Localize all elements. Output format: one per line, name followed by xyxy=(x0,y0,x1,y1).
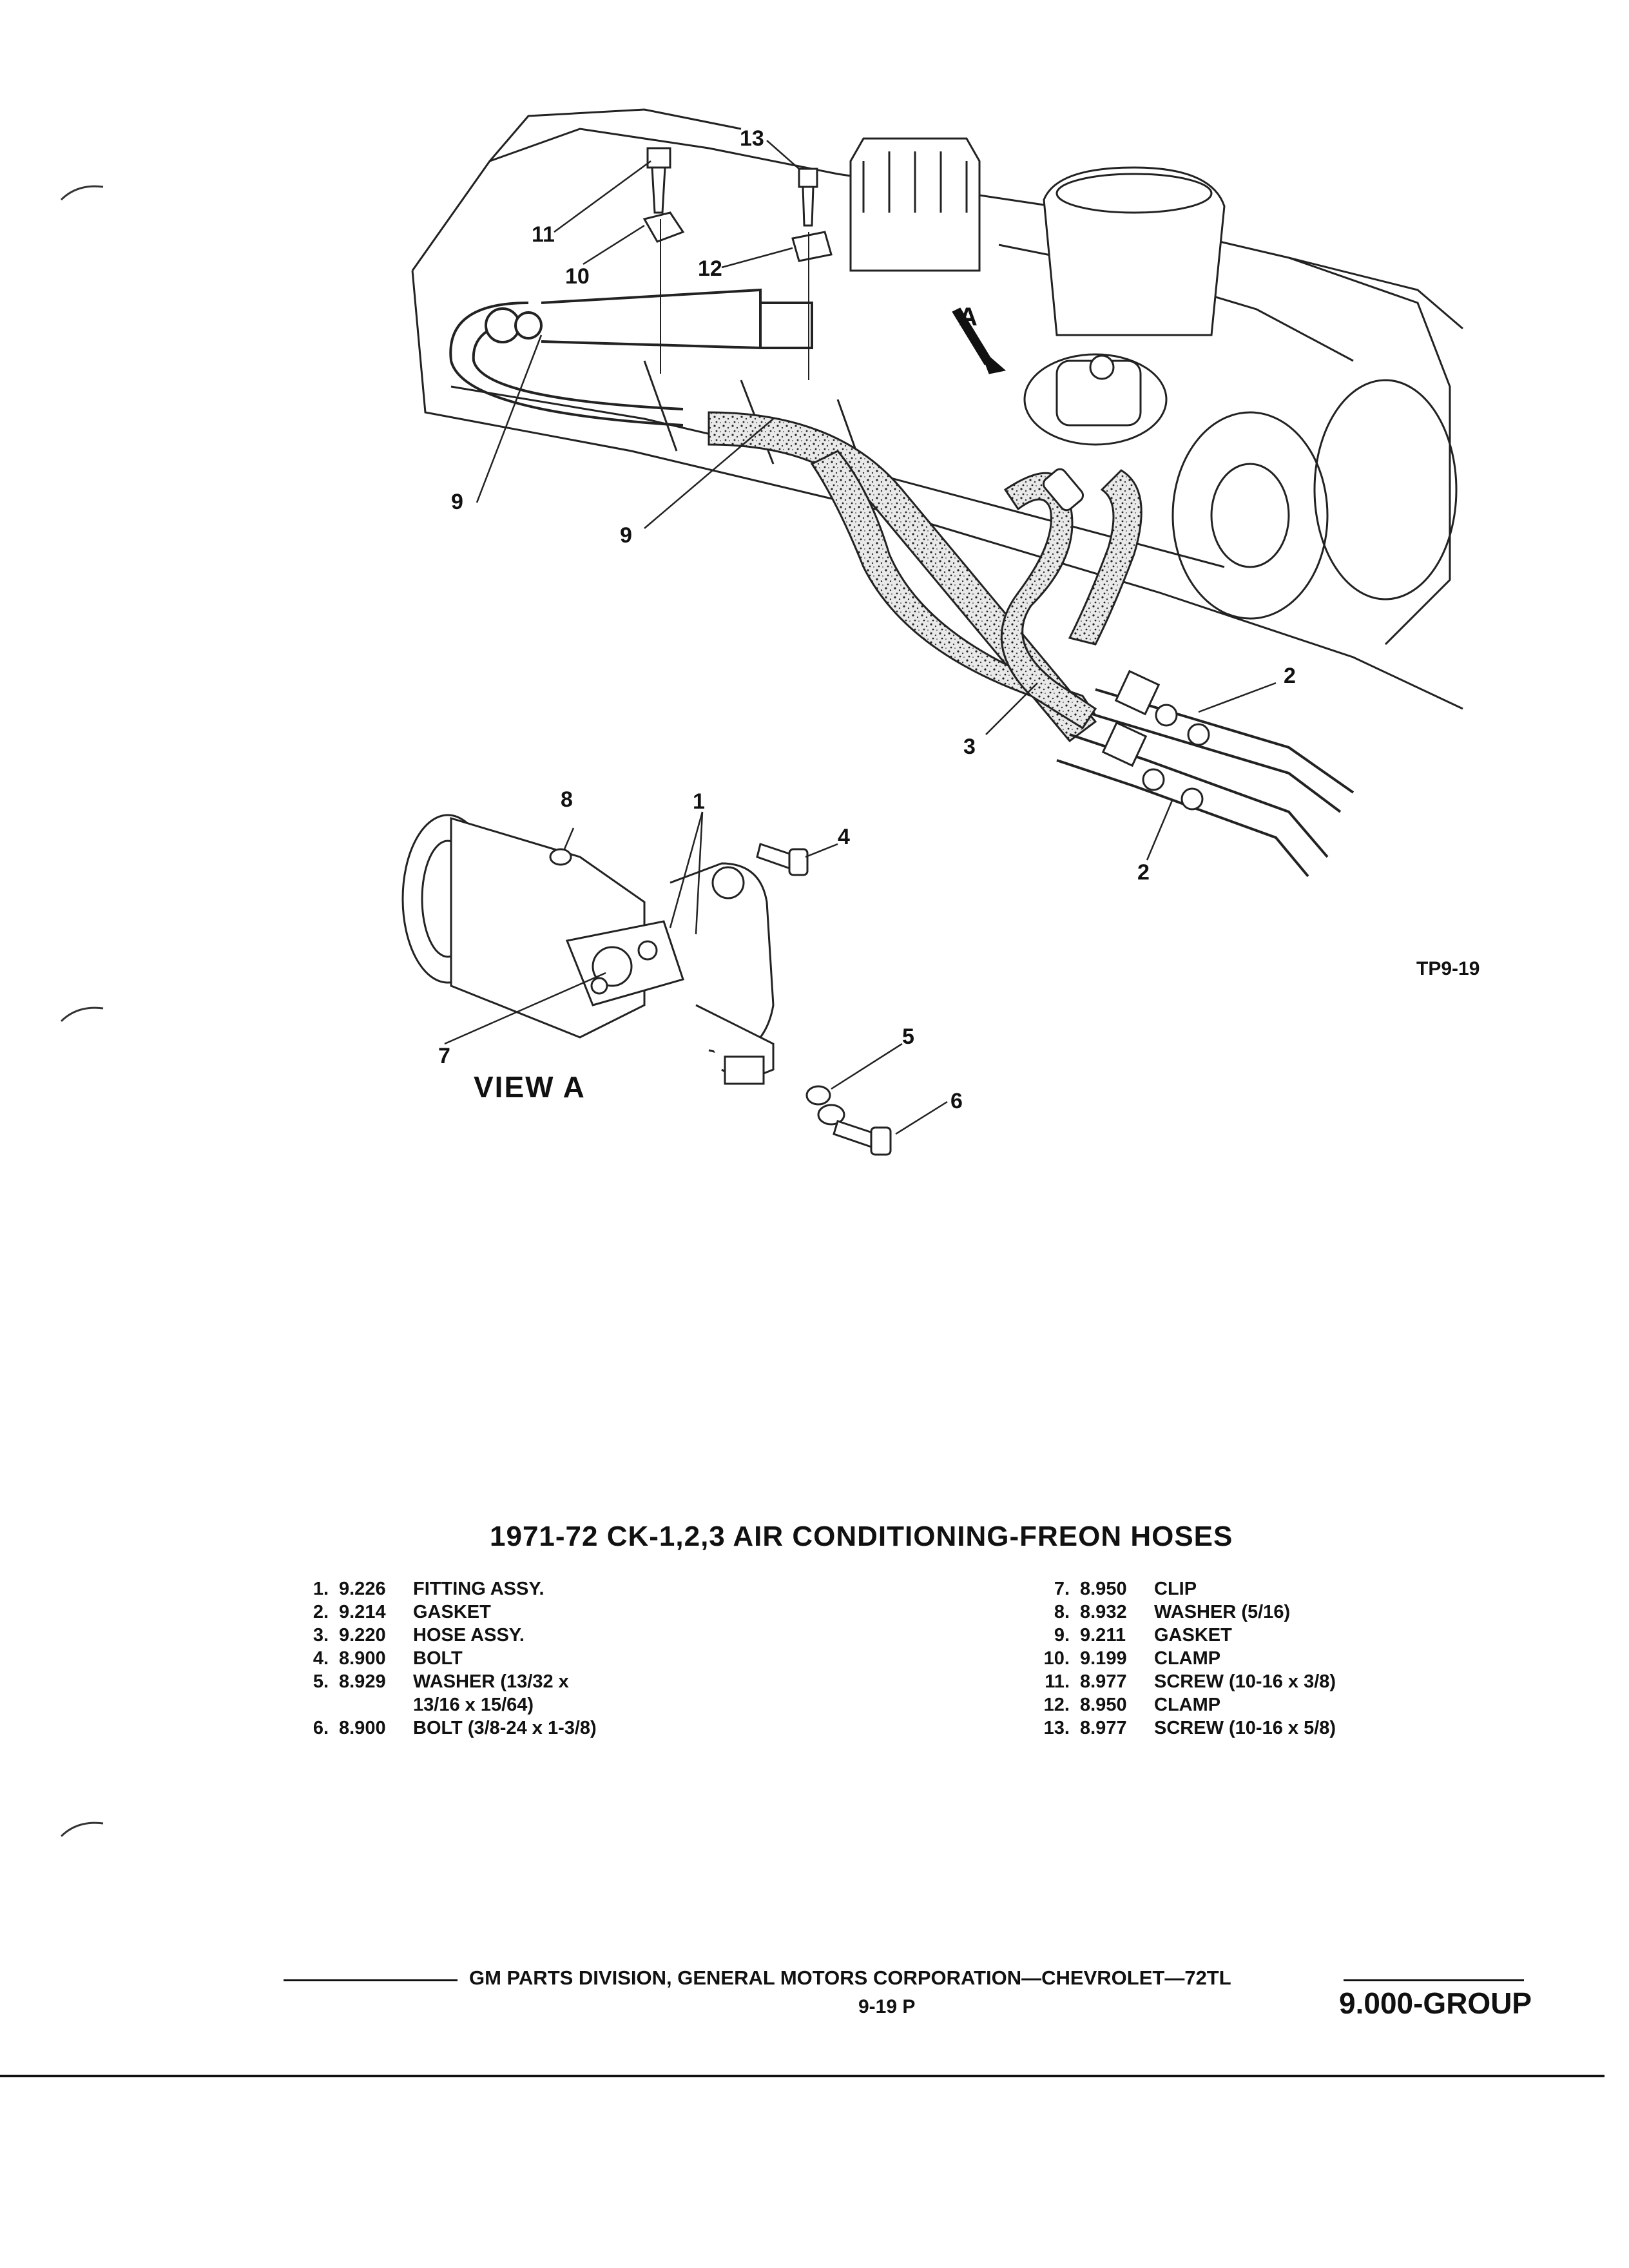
parts-list-item: 7. 8.950 CLIP xyxy=(1025,1577,1336,1600)
part-number: 12. xyxy=(1043,1695,1070,1715)
part-description: GASKET xyxy=(1154,1625,1232,1646)
bottom-rule xyxy=(0,2075,1605,2077)
page-title: 1971-72 CK-1,2,3 AIR CONDITIONING-FREON … xyxy=(490,1521,1233,1552)
part-number: 2. xyxy=(313,1602,329,1622)
part-code: 8.932 xyxy=(1080,1602,1127,1622)
group-number: 9.000-GROUP xyxy=(1339,1986,1532,2020)
callout-8: 8 xyxy=(561,787,573,812)
muffler-canister xyxy=(1023,353,1168,446)
part-code: 8.977 xyxy=(1080,1718,1127,1738)
callout-1: 1 xyxy=(693,789,705,814)
scan-mark xyxy=(60,1006,104,1023)
footer-publisher: GM PARTS DIVISION, GENERAL MOTORS CORPOR… xyxy=(469,1966,1231,1989)
section-arrow xyxy=(952,307,1007,374)
part-description-continued: 13/16 x 15/64) xyxy=(284,1693,597,1716)
hose-fittings xyxy=(1042,468,1210,811)
compressor-bolts xyxy=(549,843,892,1156)
part-code: 9.199 xyxy=(1080,1648,1127,1669)
part-code: 8.929 xyxy=(339,1671,386,1692)
part-description: GASKET xyxy=(413,1602,491,1622)
callout-13: 13 xyxy=(740,126,764,151)
parts-list-item: 5. 8.929 WASHER (13/32 x xyxy=(284,1670,597,1693)
diagram-code: TP9-19 xyxy=(1416,958,1480,979)
part-description: BOLT xyxy=(413,1648,463,1669)
condenser-lines xyxy=(1056,688,1354,878)
callout-2-upper: 2 xyxy=(1284,664,1296,688)
part-description: HOSE ASSY. xyxy=(413,1625,525,1646)
callout-10: 10 xyxy=(565,264,590,289)
parts-list-item: 2. 9.214 GASKET xyxy=(284,1600,597,1624)
scan-mark xyxy=(60,1821,104,1838)
part-code: 9.220 xyxy=(339,1625,386,1646)
part-code: 9.211 xyxy=(1080,1625,1126,1646)
callout-12: 12 xyxy=(698,256,722,281)
parts-list-right: 7. 8.950 CLIP 8. 8.932 WASHER (5/16) 9. … xyxy=(1025,1577,1336,1740)
part-number: 1. xyxy=(313,1579,329,1599)
part-number: 6. xyxy=(313,1718,329,1738)
callout-3: 3 xyxy=(963,735,976,759)
section-marker-a: A xyxy=(959,303,978,331)
page-number: 9-19 P xyxy=(858,1996,916,2017)
view-a-label: VIEW A xyxy=(474,1070,586,1104)
part-code: 9.226 xyxy=(339,1579,386,1599)
part-number: 10. xyxy=(1043,1648,1070,1669)
callout-11: 11 xyxy=(532,222,555,247)
part-code: 8.950 xyxy=(1080,1695,1127,1715)
part-description: WASHER (5/16) xyxy=(1154,1602,1291,1622)
part-description: FITTING ASSY. xyxy=(413,1579,545,1599)
part-code: 8.900 xyxy=(339,1718,386,1738)
part-code: 8.950 xyxy=(1080,1579,1127,1599)
footer-rule-right xyxy=(1344,1979,1524,1981)
distributor-cap xyxy=(849,137,981,272)
part-number: 13. xyxy=(1043,1718,1070,1738)
callout-6: 6 xyxy=(950,1089,963,1113)
part-description: CLIP xyxy=(1154,1579,1197,1599)
part-number: 3. xyxy=(313,1625,329,1646)
callout-9-left: 9 xyxy=(451,490,463,514)
parts-list-item: 12. 8.950 CLAMP xyxy=(1025,1693,1336,1716)
callout-4: 4 xyxy=(838,825,850,849)
part-number: 8. xyxy=(1054,1602,1070,1622)
screws-and-clamps xyxy=(642,147,833,380)
part-description: CLAMP xyxy=(1154,1648,1221,1669)
parts-list-item: 10. 9.199 CLAMP xyxy=(1025,1647,1336,1670)
part-number: 4. xyxy=(313,1648,329,1669)
part-description: BOLT (3/8-24 x 1-3/8) xyxy=(413,1718,597,1738)
part-code: 8.977 xyxy=(1080,1671,1127,1692)
part-number: 7. xyxy=(1054,1579,1070,1599)
part-description: WASHER (13/32 x xyxy=(413,1671,569,1692)
parts-list-left: 1. 9.226 FITTING ASSY. 2. 9.214 GASKET 3… xyxy=(284,1577,597,1740)
part-description: CLAMP xyxy=(1154,1695,1221,1715)
parts-list-item: 4. 8.900 BOLT xyxy=(284,1647,597,1670)
parts-list-item: 8. 8.932 WASHER (5/16) xyxy=(1025,1600,1336,1624)
parts-list-item: 3. 9.220 HOSE ASSY. xyxy=(284,1624,597,1647)
parts-list-item: 1. 9.226 FITTING ASSY. xyxy=(284,1577,597,1600)
callout-2-lower: 2 xyxy=(1137,860,1150,885)
part-number: 5. xyxy=(313,1671,329,1692)
part-code: 8.900 xyxy=(339,1648,386,1669)
part-code: 9.214 xyxy=(339,1602,386,1622)
callout-5: 5 xyxy=(902,1024,914,1049)
parts-list-item: 6. 8.900 BOLT (3/8-24 x 1-3/8) xyxy=(284,1716,597,1740)
callout-7: 7 xyxy=(438,1044,450,1068)
parts-list-item: 9. 9.211 GASKET xyxy=(1025,1624,1336,1647)
callout-9-right: 9 xyxy=(620,523,632,548)
compressor xyxy=(401,814,775,1085)
part-description: 13/16 x 15/64) xyxy=(413,1695,534,1715)
callout-leaders xyxy=(444,140,1277,1135)
suction-line xyxy=(449,288,813,427)
parts-list-item: 13. 8.977 SCREW (10-16 x 5/8) xyxy=(1025,1716,1336,1740)
scan-mark xyxy=(60,185,104,201)
footer-rule-left xyxy=(284,1979,458,1981)
part-description: SCREW (10-16 x 5/8) xyxy=(1154,1718,1336,1738)
carburetor xyxy=(1043,166,1226,336)
part-number: 11. xyxy=(1045,1671,1070,1692)
part-description: SCREW (10-16 x 3/8) xyxy=(1154,1671,1336,1692)
parts-list-item: 11. 8.977 SCREW (10-16 x 3/8) xyxy=(1025,1670,1336,1693)
part-number: 9. xyxy=(1054,1625,1070,1646)
freon-hoses xyxy=(708,411,1142,743)
engine-pulley xyxy=(1171,379,1458,620)
